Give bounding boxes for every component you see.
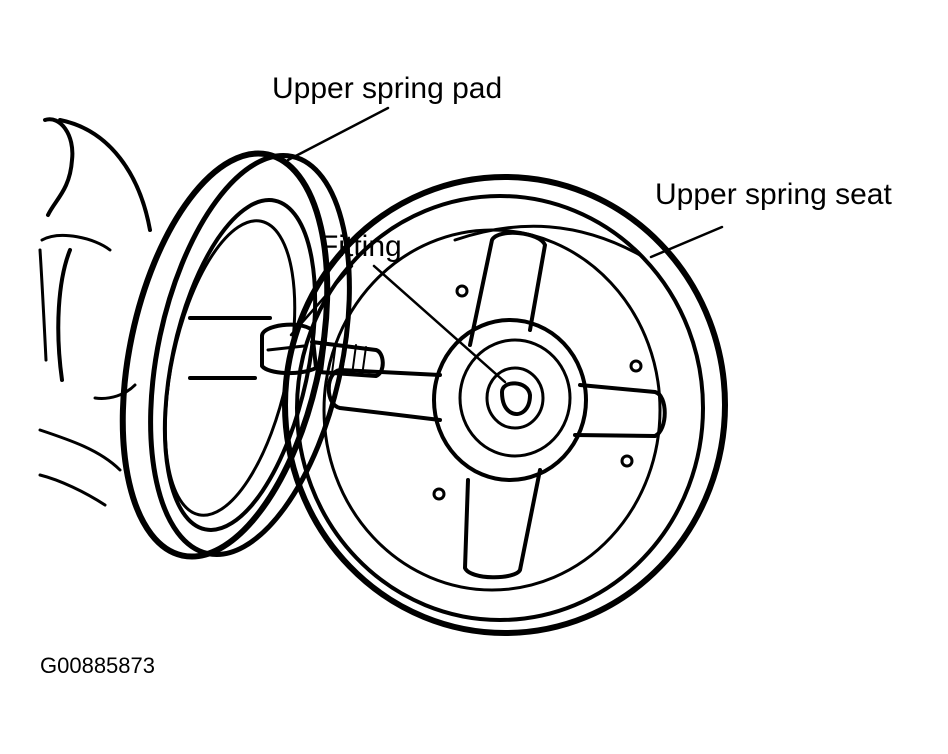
label-upper-spring-pad: Upper spring pad xyxy=(272,72,503,105)
upper-spring-pad xyxy=(119,150,352,560)
leader-fitting-2 xyxy=(372,264,507,384)
leader-fitting-1 xyxy=(289,264,354,337)
fitting-part xyxy=(260,322,385,378)
leader-lines xyxy=(286,106,724,384)
leader-upper-spring-pad xyxy=(286,106,390,162)
strut-body xyxy=(38,117,152,507)
label-fitting: Fitting xyxy=(320,230,402,263)
upper-spring-seat xyxy=(282,174,728,636)
label-upper-spring-seat: Upper spring seat xyxy=(655,178,892,211)
strut-shaft xyxy=(188,316,272,380)
leader-upper-spring-seat xyxy=(649,225,724,259)
figure-id: G00885873 xyxy=(40,653,155,678)
